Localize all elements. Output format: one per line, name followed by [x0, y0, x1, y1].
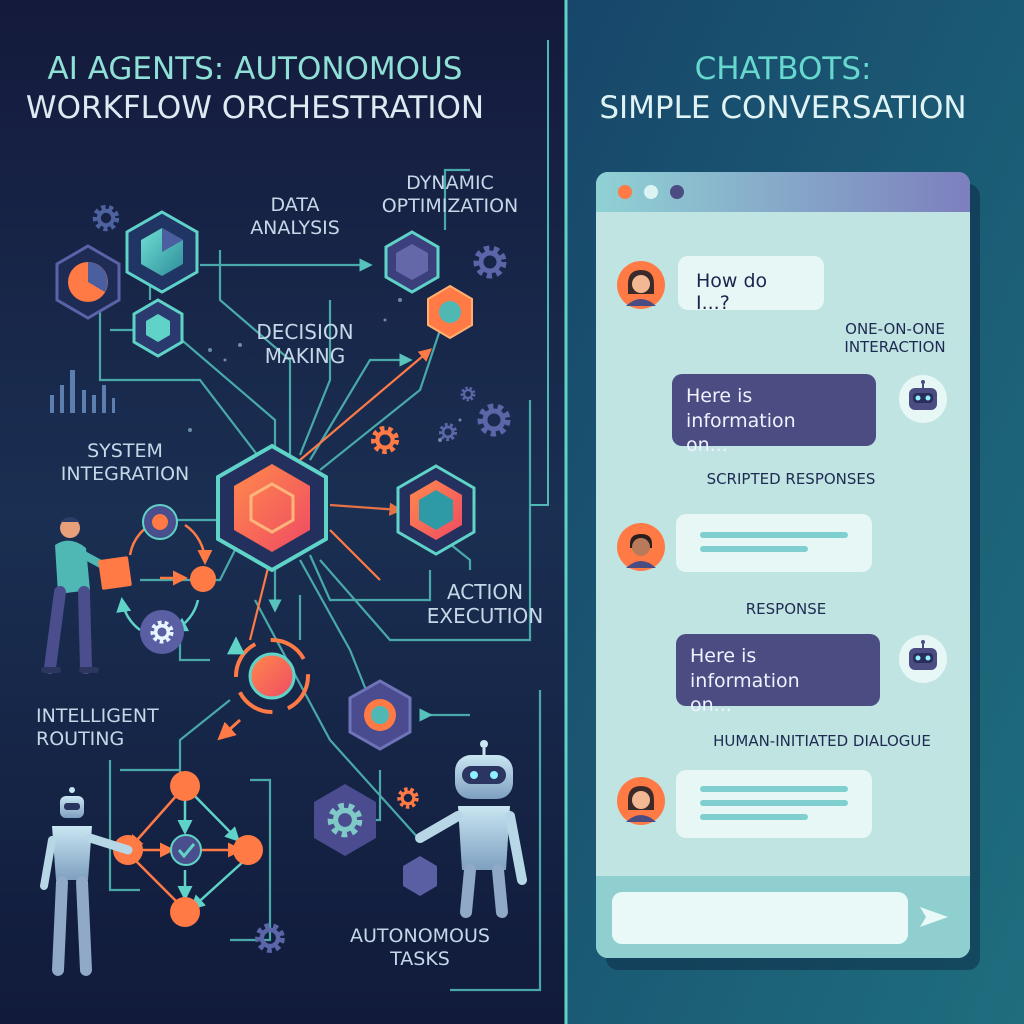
label-autonomous-tasks: AUTONOMOUS TASKS [340, 925, 500, 971]
bot-message-line: on... [686, 434, 728, 457]
right-title: CHATBOTS: SIMPLE CONVERSATION [596, 50, 970, 128]
label-line: ANALYSIS [250, 216, 340, 239]
bot-avatar-icon [899, 635, 947, 683]
chat-window: How do I...? ONE-ON-ONE INTERACTION Here… [596, 172, 970, 958]
user-message-bubble: How do I...? [678, 256, 824, 314]
label-line: DECISION [256, 320, 354, 344]
label-line: ACTION [446, 580, 524, 604]
user-message-bubble-placeholder [676, 514, 872, 572]
text-line-placeholder [700, 814, 808, 820]
text-line-placeholder [700, 800, 848, 806]
label-line: DATA [270, 194, 320, 216]
label-line: INTERACTION [844, 338, 946, 356]
bot-message-bubble: Here is information on... [672, 374, 876, 456]
message-input[interactable] [612, 892, 908, 944]
send-button[interactable] [912, 894, 956, 940]
robot-icon [415, 740, 527, 918]
label-line: ROUTING [36, 727, 125, 750]
user-avatar-icon [617, 777, 665, 825]
label-one-on-one: ONE-ON-ONE INTERACTION [830, 320, 960, 356]
right-title-line2: SIMPLE CONVERSATION [599, 89, 967, 126]
label-line: MAKING [264, 344, 346, 368]
user-avatar-icon [617, 523, 665, 571]
label-line: EXECUTION [426, 604, 544, 628]
label-line: OPTIMIZATION [381, 194, 519, 217]
label-line: SYSTEM [87, 440, 163, 462]
label-line: AUTONOMOUS [350, 925, 490, 947]
text-line-placeholder [700, 786, 848, 792]
label-intelligent-routing: INTELLIGENT ROUTING [36, 705, 176, 751]
left-title: AI AGENTS: AUTONOMOUS WORKFLOW ORCHESTRA… [20, 50, 490, 128]
user-avatar-icon [617, 261, 665, 309]
bot-message-line: Here is information [690, 645, 800, 692]
label-line: ONE-ON-ONE [845, 320, 945, 338]
text-line-placeholder [700, 546, 808, 552]
person-icon [41, 517, 132, 674]
right-title-line1: CHATBOTS: [694, 51, 872, 87]
bot-avatar-icon [899, 375, 947, 423]
label-line: TASKS [390, 947, 450, 970]
text-line-placeholder [700, 532, 848, 538]
label-response: RESPONSE [716, 600, 856, 618]
label-decision-making: DECISION MAKING [245, 320, 365, 368]
window-dot-purple-icon[interactable] [670, 185, 684, 199]
bot-message-line: on... [690, 694, 732, 717]
label-data-analysis: DATA ANALYSIS [230, 194, 360, 240]
user-message-bubble-placeholder [676, 770, 872, 838]
bot-message-bubble: Here is information on... [676, 634, 880, 716]
label-human-initiated: HUMAN-INITIATED DIALOGUE [692, 732, 952, 750]
label-action-execution: ACTION EXECUTION [420, 580, 550, 628]
bot-message-line: Here is information [686, 385, 796, 432]
label-line: INTEGRATION [60, 462, 190, 485]
label-line: RESPONSE [745, 600, 827, 618]
chat-titlebar [596, 172, 970, 212]
send-icon [920, 907, 948, 927]
label-system-integration: SYSTEM INTEGRATION [40, 440, 210, 486]
left-title-line2: WORKFLOW ORCHESTRATION [25, 89, 485, 126]
bar-chart-icon [50, 370, 115, 413]
robot-icon [40, 787, 133, 976]
user-message-text: How do I...? [696, 270, 768, 314]
window-dot-red-icon[interactable] [618, 185, 632, 199]
label-line: DYNAMIC [406, 172, 494, 194]
label-line: HUMAN-INITIATED DIALOGUE [713, 732, 931, 750]
label-line: SCRIPTED RESPONSES [706, 470, 876, 488]
window-dot-light-icon[interactable] [644, 185, 658, 199]
check-icon [177, 843, 196, 859]
label-line: INTELLIGENT [36, 705, 159, 727]
label-scripted-responses: SCRIPTED RESPONSES [686, 470, 896, 488]
label-dynamic-optimization: DYNAMIC OPTIMIZATION [365, 172, 535, 218]
left-title-line1: AI AGENTS: AUTONOMOUS [47, 51, 463, 87]
